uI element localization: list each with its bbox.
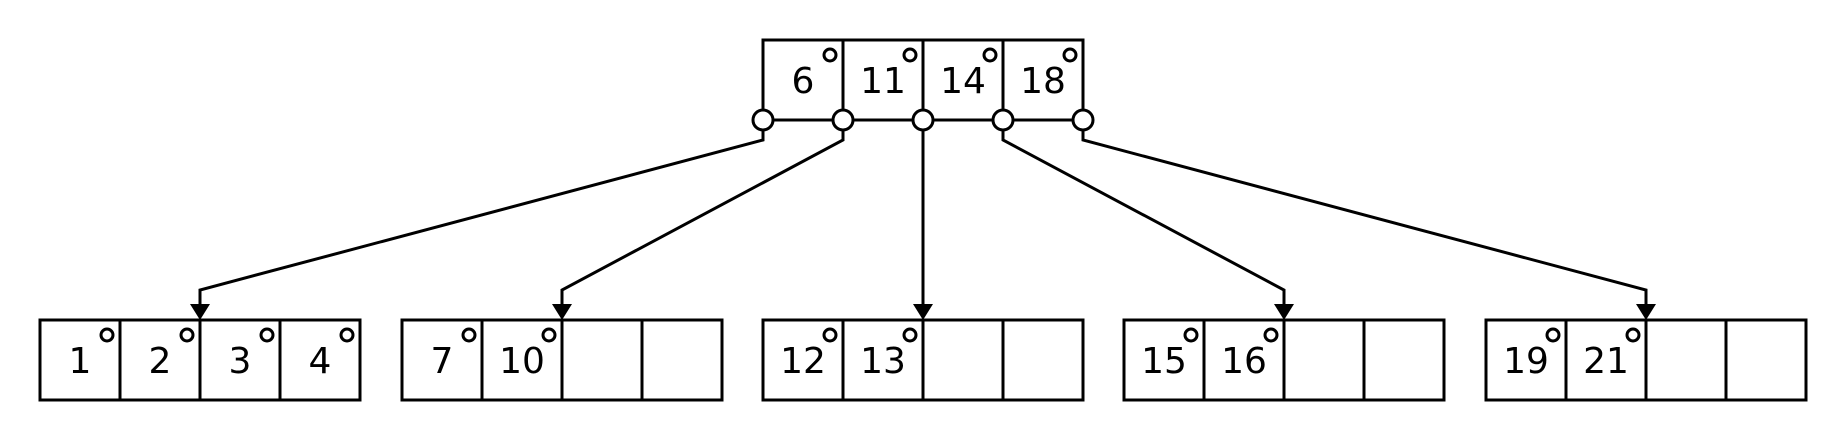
leaf-3-record-pointer-2 [902,327,918,343]
leaf-1-record-pointer-4 [339,327,355,343]
root-record-pointer-3 [982,47,998,63]
leaf-5-cell-3 [1644,318,1728,402]
child-edge-2 [560,120,845,304]
root-child-pointer-2 [831,108,855,132]
leaf-1-record-pointer-2 [179,327,195,343]
root-cell-2 [841,38,925,122]
leaf-1-record-pointer-1 [99,327,115,343]
leaf-node-2: 7 10 [400,318,724,402]
leaf-5-cell-4 [1724,318,1808,402]
leaf-3-key-1: 12 [780,341,826,382]
leaf-node-3: 12 13 [761,318,1085,402]
root-node: 6 11 14 18 [751,38,1095,132]
root-child-pointer-4 [991,108,1015,132]
leaf-2-key-2: 10 [499,341,545,382]
root-key-2: 11 [860,61,906,102]
leaf-3-cell-3 [921,318,1005,402]
leaf-3-key-2: 13 [860,341,906,382]
root-record-pointer-1 [822,47,838,63]
root-child-pointer-5 [1071,108,1095,132]
leaf-1-key-2: 2 [149,341,172,382]
leaf-2-cell-3 [560,318,644,402]
leaf-1-key-1: 1 [69,341,92,382]
leaf-3-cell-4 [1001,318,1085,402]
arrowhead-4 [1274,304,1294,320]
leaf-1-record-pointer-3 [259,327,275,343]
leaf-4-cell-4 [1362,318,1446,402]
leaf-4-record-pointer-2 [1263,327,1279,343]
child-edge-1 [198,120,765,304]
leaf-1-key-3: 3 [229,341,252,382]
leaf-2-record-pointer-2 [541,327,557,343]
arrowhead-5 [1636,304,1656,320]
leaf-2-record-pointer-1 [461,327,477,343]
root-key-3: 14 [940,61,986,102]
leaf-5-record-pointer-1 [1545,327,1561,343]
leaf-2-cell-4 [640,318,724,402]
child-pointer-edges [190,120,1656,320]
leaf-4-key-2: 16 [1221,341,1267,382]
root-record-pointer-2 [902,47,918,63]
leaf-node-1: 1 2 3 4 [38,318,362,402]
leaf-2-key-1: 7 [431,341,454,382]
leaf-4-record-pointer-1 [1183,327,1199,343]
leaf-1-key-4: 4 [309,341,332,382]
leaf-4-key-1: 15 [1141,341,1187,382]
leaf-5-key-1: 19 [1503,341,1549,382]
leaf-5-key-2: 21 [1583,341,1629,382]
root-key-4: 18 [1020,61,1066,102]
child-edge-4 [1001,120,1286,304]
root-child-pointer-3 [911,108,935,132]
leaf-5-record-pointer-2 [1625,327,1641,343]
arrowhead-1 [190,304,210,320]
leaf-3-record-pointer-1 [822,327,838,343]
leaf-4-cell-3 [1282,318,1366,402]
root-key-1: 6 [792,61,815,102]
root-child-pointer-1 [751,108,775,132]
arrowhead-3 [913,304,933,320]
child-edge-5 [1081,120,1648,304]
root-record-pointer-4 [1062,47,1078,63]
arrowhead-2 [552,304,572,320]
